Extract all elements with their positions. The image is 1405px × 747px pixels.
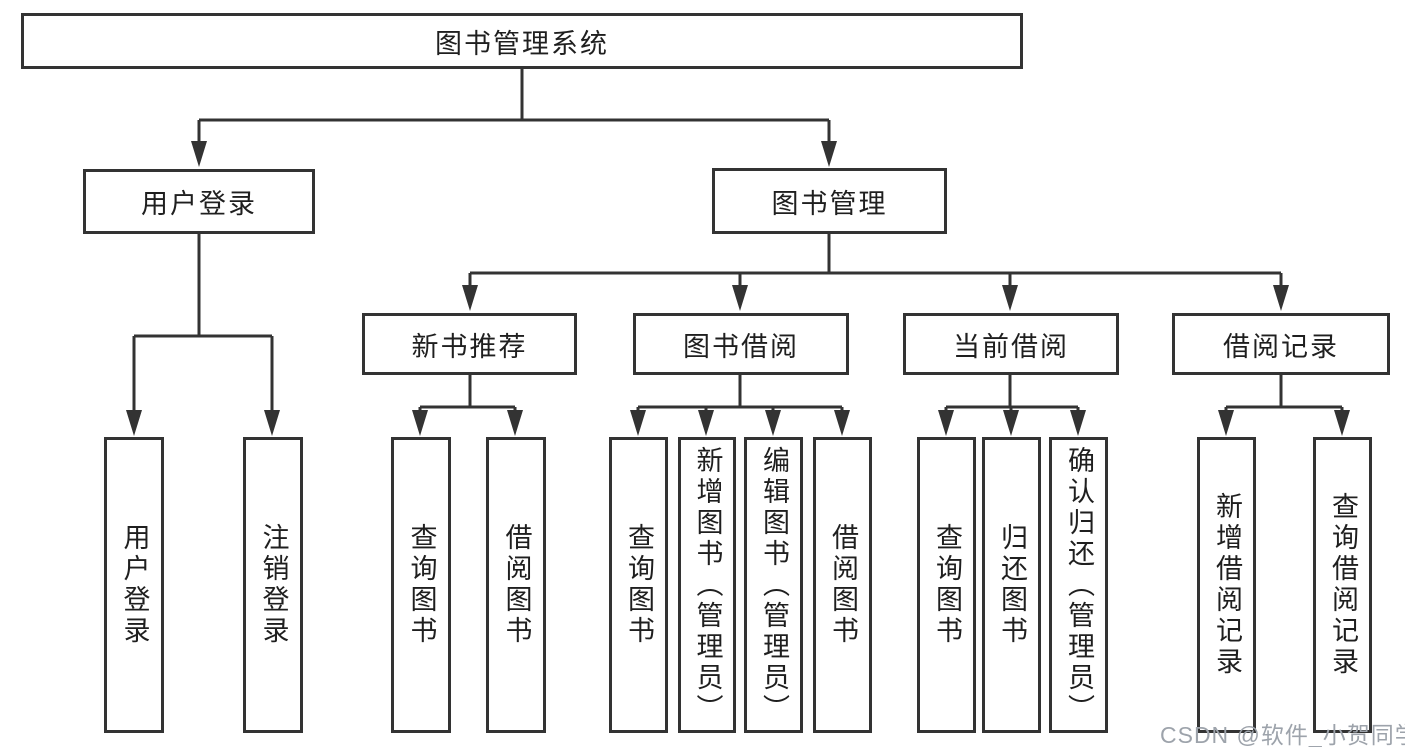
leaf-label: 新增图书（管理员） xyxy=(692,445,723,725)
leaf-label: 注销登录 xyxy=(258,523,289,647)
node-library-management-system: 图书管理系统 xyxy=(21,13,1023,69)
leaf-label: 归还图书 xyxy=(997,523,1027,647)
leaf-return-book: 归还图书 xyxy=(982,437,1041,733)
csdn-watermark: CSDN @软件_小贺同学 xyxy=(1160,722,1405,747)
leaf-label: 借阅图书 xyxy=(501,523,532,647)
leaf-label: 查询图书 xyxy=(406,523,437,647)
leaf-query-books-recommend: 查询图书 xyxy=(391,437,451,733)
node-borrowing-records: 借阅记录 xyxy=(1172,313,1390,375)
leaf-edit-book-admin: 编辑图书（管理员） xyxy=(744,437,803,733)
leaf-label: 编辑图书（管理员） xyxy=(759,445,789,725)
arrowheads xyxy=(126,141,1350,436)
node-current-borrowing: 当前借阅 xyxy=(903,313,1119,375)
node-book-borrowing: 图书借阅 xyxy=(633,313,849,375)
leaf-label: 新增借阅记录 xyxy=(1212,492,1242,678)
leaf-label: 查询图书 xyxy=(932,523,962,647)
leaf-label: 确认归还（管理员） xyxy=(1064,445,1094,725)
leaf-add-book-admin: 新增图书（管理员） xyxy=(678,437,736,733)
leaf-borrow-books-borrowing: 借阅图书 xyxy=(813,437,872,733)
node-book-management: 图书管理 xyxy=(712,168,947,234)
leaf-user-login: 用户登录 xyxy=(104,437,164,733)
leaf-borrow-books-recommend: 借阅图书 xyxy=(486,437,546,733)
leaf-label: 查询图书 xyxy=(624,523,654,647)
leaf-query-borrow-record: 查询借阅记录 xyxy=(1313,437,1372,733)
leaf-label: 用户登录 xyxy=(119,523,150,647)
leaf-query-books-current: 查询图书 xyxy=(917,437,976,733)
leaf-label: 查询借阅记录 xyxy=(1328,492,1358,678)
node-new-book-recommendation: 新书推荐 xyxy=(362,313,577,375)
leaf-logout: 注销登录 xyxy=(243,437,303,733)
node-user-login: 用户登录 xyxy=(83,169,315,234)
leaf-query-books-borrowing: 查询图书 xyxy=(609,437,668,733)
leaf-add-borrow-record: 新增借阅记录 xyxy=(1197,437,1256,733)
leaf-confirm-return-admin: 确认归还（管理员） xyxy=(1049,437,1108,733)
leaf-label: 借阅图书 xyxy=(828,523,858,647)
